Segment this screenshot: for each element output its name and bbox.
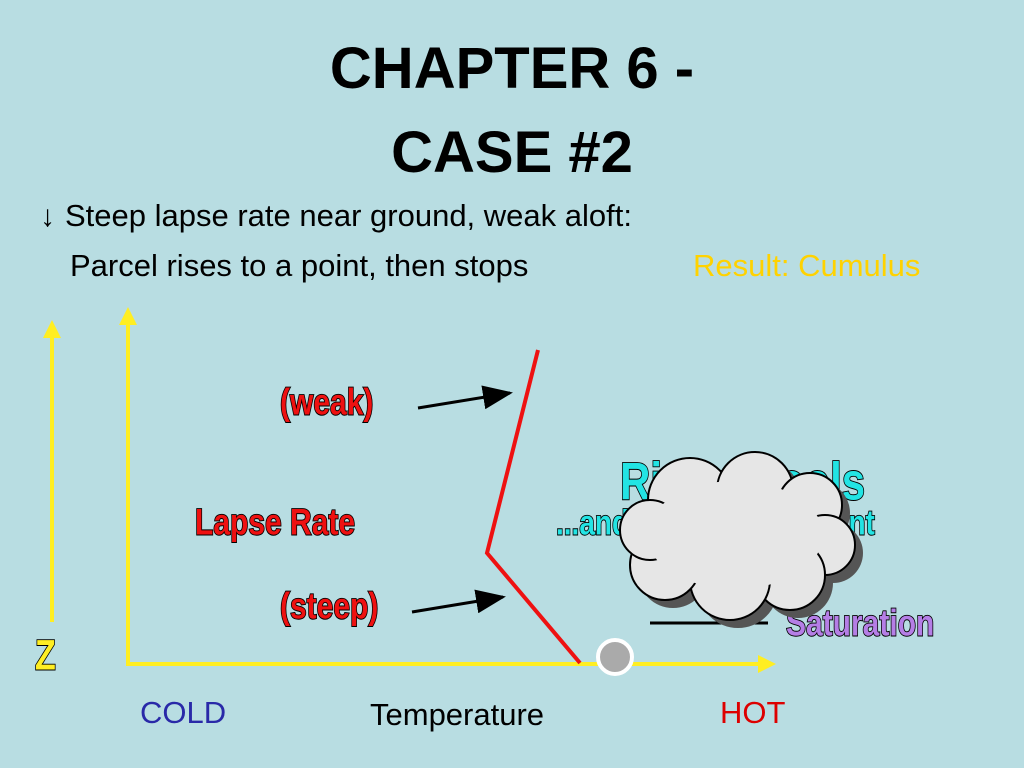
- z-axis-arrow: [43, 320, 61, 622]
- cold-label: COLD: [140, 695, 227, 730]
- weak-label: (weak): [279, 381, 374, 424]
- air-parcel-marker: [596, 638, 634, 676]
- hot-label: HOT: [720, 695, 786, 730]
- steep-label: (steep): [279, 585, 379, 628]
- bullet-text-1: Steep lapse rate near ground, weak aloft…: [65, 198, 632, 233]
- slide-title-line1: CHAPTER 6 -: [329, 36, 695, 101]
- height-axis: [119, 307, 137, 664]
- down-arrow-icon: ↓: [40, 200, 55, 233]
- bullet-line-2: Parcel rises to a point, then stops: [70, 248, 529, 283]
- result-text: Result: Cumulus: [693, 248, 921, 283]
- weak-pointer-arrow: [417, 385, 513, 410]
- z-axis-label: Z: [34, 631, 56, 680]
- bullet-line-1: ↓ Steep lapse rate near ground, weak alof…: [40, 198, 632, 234]
- slide-title-line2: CASE #2: [391, 120, 633, 185]
- temperature-axis: [126, 655, 776, 673]
- temperature-label: Temperature: [370, 697, 545, 732]
- steep-pointer-arrow: [411, 589, 506, 614]
- lapse-rate-label: Lapse Rate: [194, 501, 356, 544]
- lapse-rate-line: [484, 349, 582, 665]
